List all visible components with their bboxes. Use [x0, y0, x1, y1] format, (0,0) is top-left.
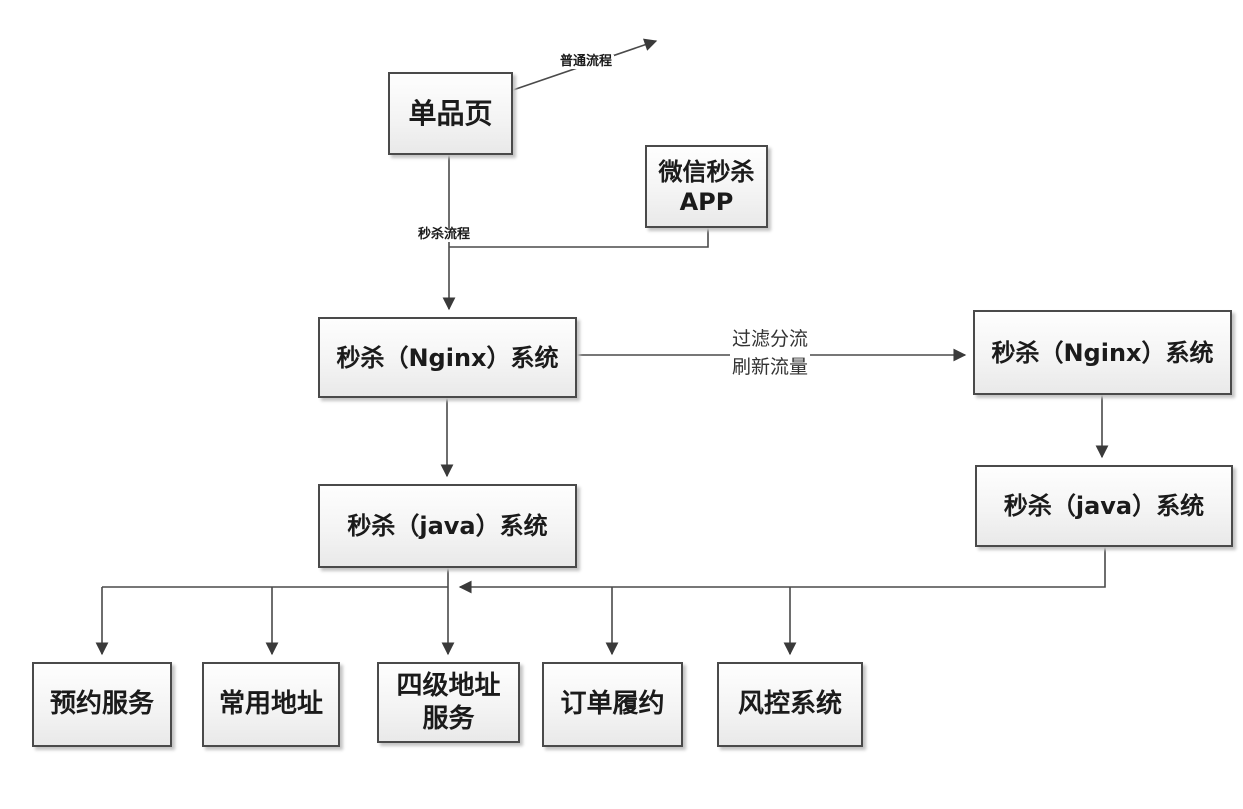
node-wechat-seckill-app: 微信秒杀 APP	[645, 145, 768, 228]
node-seckill-java-system-right: 秒杀（java）系统	[975, 465, 1233, 547]
node-seckill-nginx-system-right: 秒杀（Nginx）系统	[973, 310, 1232, 395]
node-product-page: 单品页	[388, 72, 513, 155]
label-seckill-flow: 秒杀流程	[416, 227, 473, 243]
node-seckill-nginx-system-left: 秒杀（Nginx）系统	[318, 317, 577, 398]
label-filter-split-traffic: 过滤分流 刷新流量	[730, 326, 811, 382]
node-order-fulfillment: 订单履约	[542, 662, 683, 747]
edge-wechat-join	[449, 228, 709, 248]
node-common-address: 常用地址	[202, 662, 340, 747]
node-seckill-java-system-left: 秒杀（java）系统	[318, 484, 577, 568]
label-normal-flow: 普通流程	[558, 54, 615, 70]
node-level4-address-service: 四级地址 服务	[377, 662, 520, 743]
node-reservation-service: 预约服务	[32, 662, 172, 747]
node-risk-control-system: 风控系统	[717, 662, 863, 747]
